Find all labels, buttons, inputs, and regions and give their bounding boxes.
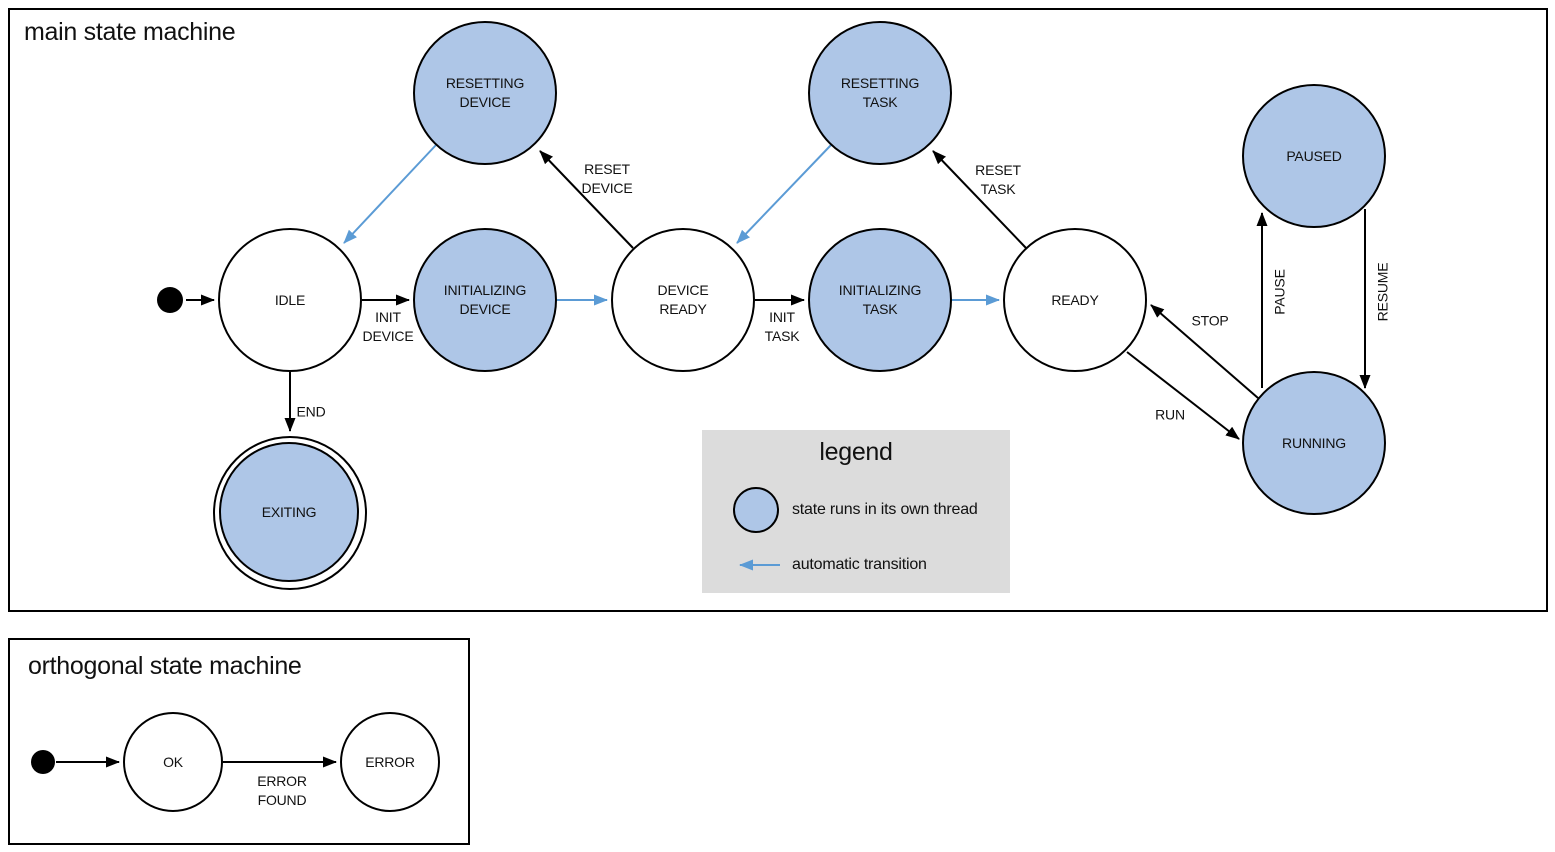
transition-label-error-found: ERROR FOUND [257,773,307,808]
transition-reset-device-arrow [539,150,634,249]
legend-item-auto-transition: automatic transition [792,556,927,573]
auto-transition-resetting-task-to-device-ready-arrow [736,144,832,244]
state-idle: IDLE [218,228,362,372]
transition-label-init-task: INIT TASK [764,309,800,344]
state-label: DEVICE [459,301,511,317]
initial-state-dot [157,287,183,313]
state-label: RESETTING [840,75,920,92]
state-initializing-task: INITIALIZING TASK [808,228,952,372]
transition-stop-arrow [1150,304,1259,399]
transition-label-reset-device: RESET DEVICE [581,161,633,196]
state-exiting: EXITING [219,442,359,582]
threaded-state-swatch-icon [733,487,779,533]
legend-item-threaded-state: state runs in its own thread [792,501,978,518]
transition-label-stop: STOP [1191,312,1229,329]
transition-label-reset-task: RESET TASK [975,162,1021,197]
main-state-machine-title: main state machine [24,18,236,46]
state-running: RUNNING [1242,371,1386,515]
transition-label-init-device: INIT DEVICE [362,309,414,344]
auto-transition-resetting-device-to-idle-arrow [343,144,437,244]
state-device-ready: DEVICE READY [611,228,755,372]
state-label: DEVICE [459,94,511,110]
state-resetting-device: RESETTING DEVICE [413,21,557,165]
state-error: ERROR [340,712,440,812]
state-label: PAUSED [1286,147,1342,164]
state-label: RUNNING [1282,434,1346,451]
state-exiting-final-ring: EXITING [213,436,367,590]
transition-label-resume: RESUME [1374,262,1391,322]
auto-transition-arrow-icon [739,559,780,571]
state-label: EXITING [261,503,317,520]
transition-run-arrow [1126,351,1240,440]
initial-state-dot [31,750,55,774]
state-ready: READY [1003,228,1147,372]
state-label: RESETTING [445,75,525,92]
transition-label-run: RUN [1155,406,1185,423]
transition-reset-task-arrow [932,150,1027,249]
legend-title: legend [819,438,893,466]
legend-panel: legend state runs in its own thread auto… [702,430,1010,593]
state-label: ERROR [365,753,415,770]
transition-label-end: END [296,403,326,420]
state-initializing-device: INITIALIZING DEVICE [413,228,557,372]
state-label: TASK [862,94,898,110]
state-label: INITIALIZING [443,282,527,299]
state-label: OK [163,753,183,770]
state-label: INITIALIZING [838,282,922,299]
state-label: DEVICE [657,282,709,299]
state-resetting-task: RESETTING TASK [808,21,952,165]
state-label: TASK [862,301,898,317]
orthogonal-transition-arrows-layer [31,750,337,774]
main-transition-arrows-layer [157,144,1371,440]
state-paused: PAUSED [1242,84,1386,228]
state-label: IDLE [274,291,306,308]
state-ok: OK [123,712,223,812]
main-state-machine-panel: main state machine IDLE RESE [8,8,1548,612]
transition-label-pause: PAUSE [1271,269,1288,315]
orthogonal-state-machine-panel: orthogonal state machine OK ERROR ERROR … [8,638,470,845]
state-label: READY [659,301,707,317]
state-label: READY [1051,291,1099,308]
orthogonal-state-machine-title: orthogonal state machine [28,652,302,680]
